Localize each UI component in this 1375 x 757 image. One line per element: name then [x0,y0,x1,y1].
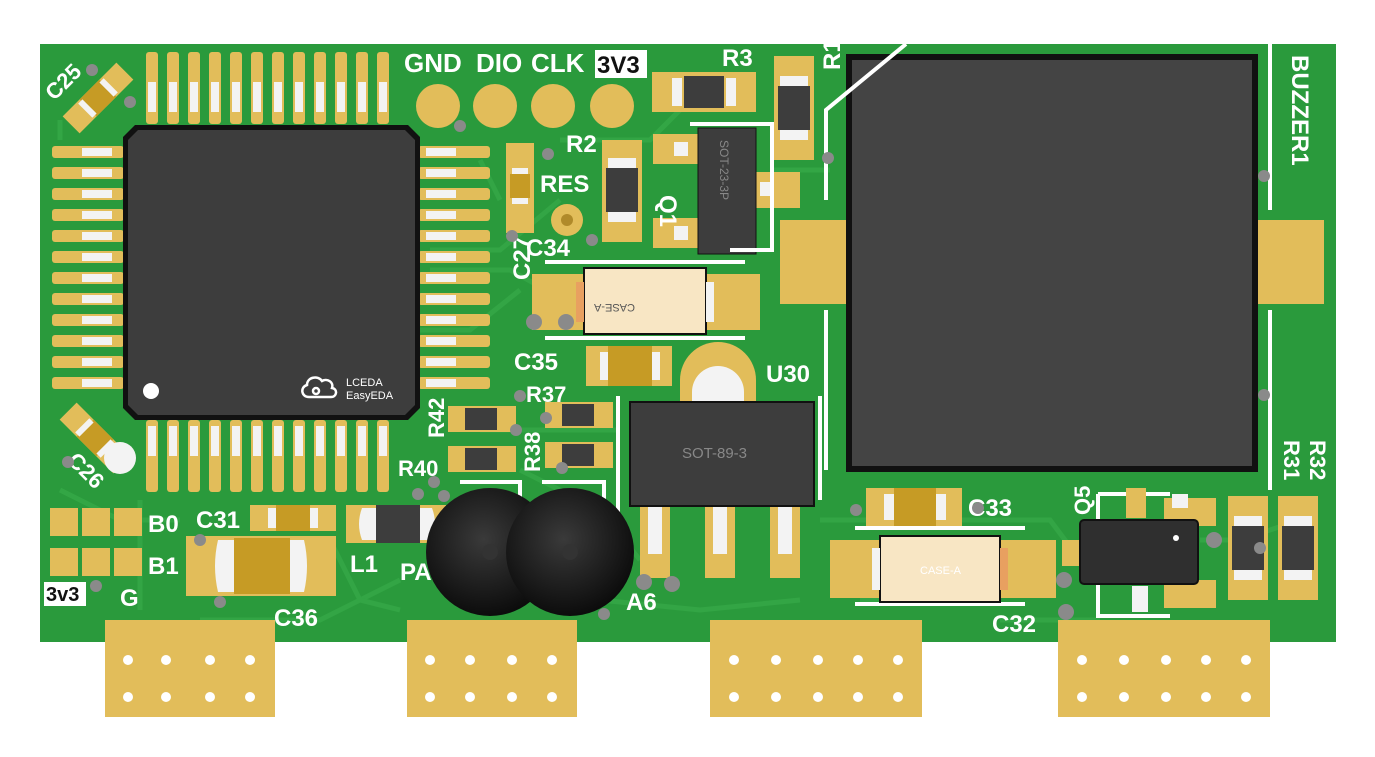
label-r42: R42 [424,398,449,438]
fiducial-mark [104,442,136,474]
label-b0: B0 [148,511,179,538]
label-c31: C31 [196,507,240,534]
transistor-q1: SOT-23-3P [653,127,800,255]
buzzer [780,54,1324,472]
label-clk: CLK [531,48,585,78]
label-c35: C35 [514,349,558,376]
capacitor-c27 [506,143,534,233]
label-gnd: GND [404,48,462,78]
label-3v3-bottom: 3v3 [46,584,79,606]
label-r31: R31 [1279,440,1304,480]
pin1-marker [143,383,159,399]
regulator-u30: SOT-89-3 [629,342,815,578]
label-c27: C27 [509,236,536,280]
round-components [426,488,634,616]
edge-connector-3 [710,620,922,717]
label-q5: Q5 [1070,486,1095,515]
label-r2: R2 [566,131,597,158]
label-res: RES [540,171,589,198]
label-b1: B1 [148,553,179,580]
label-r1: R1 [819,39,846,70]
resistor-r3 [652,72,756,112]
logo-line-1: LCEDA [346,377,383,389]
reset-pad [551,204,583,236]
label-g: G [120,585,139,612]
label-l1: L1 [350,551,378,578]
label-c36: C36 [274,605,318,632]
capacitor-c35 [586,346,672,386]
capacitor-c31 [250,505,336,531]
lceda-cloud-icon [301,376,338,399]
package-sot23: SOT-23-3P [717,140,731,200]
label-3v3-box [595,50,647,78]
label-r37: R37 [526,382,566,407]
silkscreen-outlines [460,42,1272,618]
logo-line-2: EasyEDA [346,390,394,402]
label-r38: R38 [520,432,545,472]
resistor-r40 [448,446,516,472]
mcu-chip: LCEDA EasyEDA [123,125,420,420]
label-dio: DIO [476,48,522,78]
mcu-top-pin-legs [148,82,387,112]
resistor-r32 [1278,496,1318,600]
edge-connector-4 [1058,620,1270,717]
resistor-r31 [1228,496,1268,600]
label-q1: Q1 [654,195,681,227]
capacitor-c36 [186,536,336,596]
header-pads [416,84,634,128]
package-case-a-top: CASE-A [593,301,635,313]
resistor-r42 [448,406,516,432]
resistor-r2 [602,140,642,242]
capacitor-c25 [62,62,134,134]
resistor-r37 [545,402,613,428]
package-sot89: SOT-89-3 [682,445,747,462]
label-3v3-top: 3V3 [597,52,640,79]
label-buzzer: BUZZER1 [1286,55,1313,166]
label-c32: C32 [992,611,1036,638]
edge-connector-2 [407,620,577,717]
vias [62,64,1270,620]
label-3v3-bottom-box [44,582,86,606]
label-u30: U30 [766,361,810,388]
label-a6: A6 [626,589,657,616]
tantalum-cap-bottom: CASE-A [830,535,1056,603]
label-pa: PA [400,559,432,586]
label-c34: C34 [526,235,571,262]
transistor-q5 [1062,488,1216,612]
resistor-r1 [774,56,814,160]
mcu-right-pin-legs [426,148,456,387]
mcu-bottom-pin-legs [148,426,387,456]
jumper-pads [50,508,142,576]
label-r3: R3 [722,45,753,72]
mcu-left-pin-legs [82,148,112,387]
package-case-a-bottom: CASE-A [920,565,962,577]
label-r32: R32 [1305,440,1330,480]
resistor-r38 [545,442,613,468]
edge-connector-1 [105,620,275,717]
capacitor-c33 [866,488,962,526]
